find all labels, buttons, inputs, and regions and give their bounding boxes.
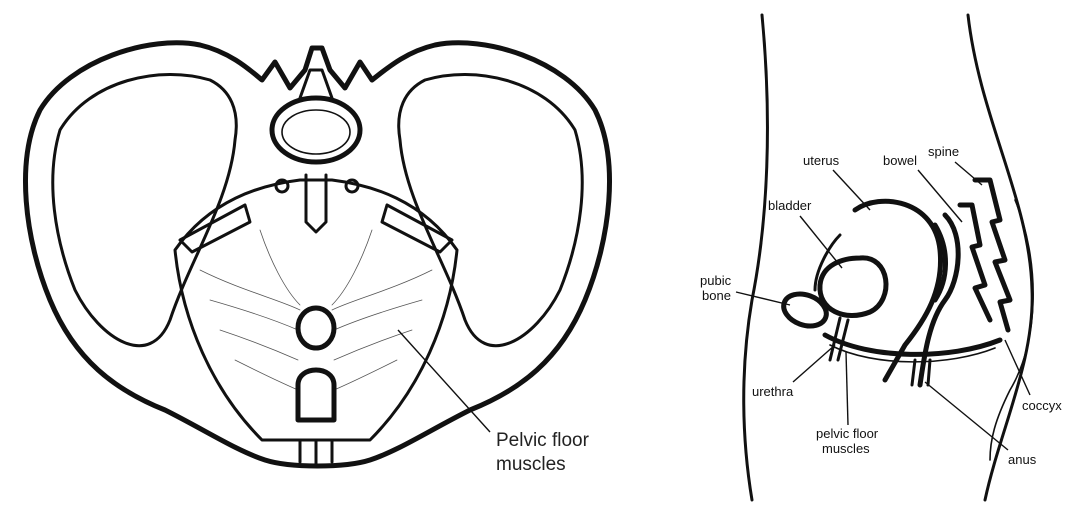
spine-outer — [975, 180, 1010, 330]
spine-leader — [955, 162, 982, 185]
sagittal-view: uterus bowel spine bladder pubic bone ur… — [700, 15, 1062, 500]
label-spine: spine — [928, 144, 959, 159]
uterus-leader — [833, 170, 870, 210]
pubic-bone-leader — [736, 292, 790, 305]
pelvis-outline — [26, 43, 610, 466]
muscle-band-right — [382, 205, 452, 252]
vaginal-anal-opening — [298, 370, 334, 420]
label-pelvic-floor-line1: pelvic floor — [816, 426, 879, 441]
vertebra-inner — [282, 110, 350, 154]
label-anus: anus — [1008, 452, 1037, 467]
label-urethra: urethra — [752, 384, 794, 399]
label-pelvic-floor-line2: muscles — [822, 441, 870, 456]
bladder — [820, 258, 886, 316]
left-iliac-fossa — [53, 74, 236, 345]
pelvis-top-view: Pelvic floor muscles — [26, 43, 610, 475]
vertebra-body — [272, 98, 360, 162]
vertebra-process — [300, 70, 332, 98]
body-front-outline — [744, 15, 768, 500]
urethral-opening — [298, 308, 334, 348]
sacrum — [306, 175, 326, 232]
label-uterus: uterus — [803, 153, 840, 168]
perineum-lines — [300, 440, 332, 464]
anus-leader — [925, 382, 1008, 450]
label-bladder: bladder — [768, 198, 812, 213]
label-bowel: bowel — [883, 153, 917, 168]
pelvic-floor-label-line1: Pelvic floor — [496, 430, 590, 451]
label-pubic-line1: pubic — [700, 273, 732, 288]
label-coccyx: coccyx — [1022, 398, 1062, 413]
pelvic-floor-leader — [398, 330, 490, 432]
spine-inner — [960, 205, 990, 320]
urethra-leader — [793, 345, 835, 382]
pelvic-floor-muscles-leader — [846, 352, 848, 425]
right-iliac-fossa — [399, 74, 582, 345]
label-pubic-line2: bone — [702, 288, 731, 303]
pelvic-floor-label-line2: muscles — [496, 454, 566, 475]
